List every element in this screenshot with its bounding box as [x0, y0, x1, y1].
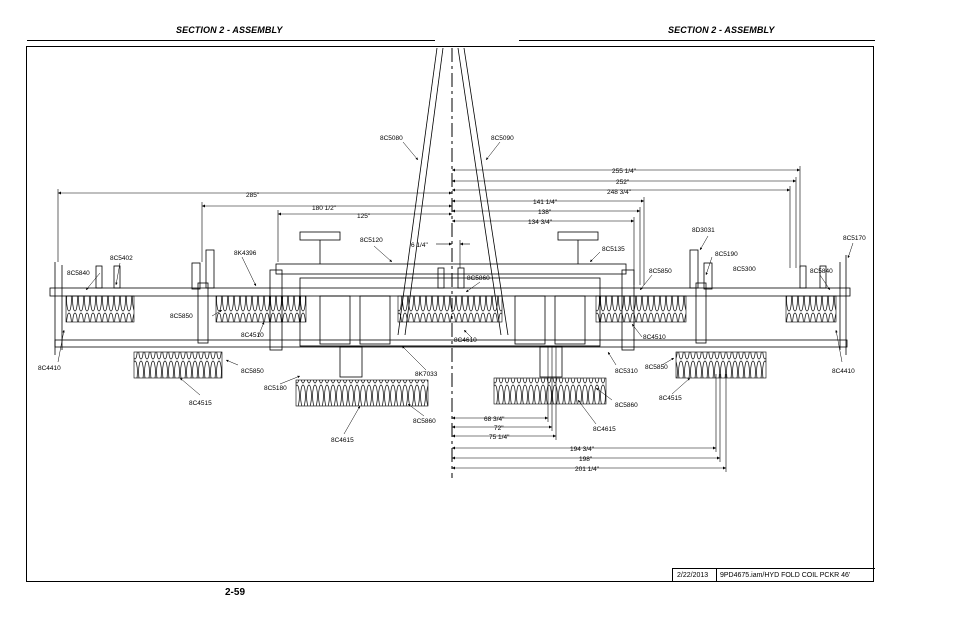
header-rule-left	[27, 40, 435, 41]
drawing-file-title: 9PD4675.iam/HYD FOLD COIL PCKR 46'	[720, 572, 851, 579]
part-8C5120: 8C5120	[360, 237, 383, 244]
dim-285: 285"	[246, 192, 260, 199]
dim-141: 141 1/4"	[533, 199, 558, 206]
part-8C5850-bottom-right: 8C5850	[645, 364, 668, 371]
part-8C4510-right: 8C4510	[643, 334, 666, 341]
drawing-frame	[26, 46, 874, 582]
dim-68: 68 3/4"	[484, 416, 505, 423]
part-8C5850-left: 8C5850	[170, 313, 193, 320]
dim-180: 180 1/2"	[312, 205, 337, 212]
part-8C5850-top-right: 8C5850	[649, 268, 672, 275]
dimension-lines	[57, 166, 801, 472]
part-8C5300: 8C5300	[733, 266, 756, 273]
part-8C5840-left: 8C5840	[67, 270, 90, 277]
part-8C5860-bottom-left: 8C5860	[413, 418, 436, 425]
dim-201: 201 1/4"	[575, 466, 600, 473]
dim-248: 248 3/4"	[607, 189, 632, 196]
section-header-left: SECTION 2 - ASSEMBLY	[176, 25, 283, 35]
part-8K4396: 8K4396	[234, 250, 257, 257]
part-8C4410-right: 8C4410	[832, 368, 855, 375]
part-8C5190: 8C5190	[715, 251, 738, 258]
part-8C5860-bottom-right: 8C5860	[615, 402, 638, 409]
dim-138: 138"	[538, 209, 552, 216]
part-8C5402: 8C5402	[110, 255, 133, 262]
part-8K7033: 8K7033	[415, 371, 438, 378]
part-8C5850-bottom-left: 8C5850	[241, 368, 264, 375]
dim-194: 194 3/4"	[570, 446, 595, 453]
drawing-date: 2/22/2013	[677, 572, 709, 579]
dim-6: 6 1/4"	[411, 242, 428, 249]
part-8C4510-left: 8C4510	[241, 332, 264, 339]
dim-255: 255 1/4"	[612, 168, 637, 175]
part-8C5135: 8C5135	[602, 246, 625, 253]
part-8C5170: 8C5170	[843, 235, 866, 242]
part-8C5090: 8C5090	[491, 135, 514, 142]
dim-125: 125"	[357, 213, 371, 220]
section-header-right: SECTION 2 - ASSEMBLY	[668, 25, 775, 35]
title-block-date: 2/22/2013	[672, 568, 717, 582]
coil-packers	[65, 295, 837, 407]
dim-198: 198"	[579, 456, 593, 463]
hitch-arms	[397, 47, 509, 336]
part-8C4515-right: 8C4515	[659, 395, 682, 402]
leader-lines	[57, 141, 854, 435]
part-8C4610: 8C4610	[454, 337, 477, 344]
header-rule-right	[519, 40, 875, 41]
title-block-file: 9PD4675.iam/HYD FOLD COIL PCKR 46'	[716, 568, 875, 582]
part-8C5180: 8C5180	[264, 385, 287, 392]
part-8C4615-right: 8C4615	[593, 426, 616, 433]
part-8C5310: 8C5310	[615, 368, 638, 375]
part-8C5840-right: 8C5840	[810, 268, 833, 275]
dim-252: 252"	[616, 179, 630, 186]
part-8C4515-left: 8C4515	[189, 400, 212, 407]
dim-134: 134 3/4"	[528, 219, 553, 226]
page-number: 2-59	[225, 587, 246, 598]
part-8C4410-left: 8C4410	[38, 365, 61, 372]
part-8C5860-top: 8C5860	[467, 275, 490, 282]
part-8C5080: 8C5080	[380, 135, 403, 142]
dim-72: 72"	[494, 425, 504, 432]
dim-75: 75 1/4"	[489, 434, 510, 441]
part-8D3031: 8D3031	[692, 227, 715, 234]
part-8C4615-left: 8C4615	[331, 437, 354, 444]
